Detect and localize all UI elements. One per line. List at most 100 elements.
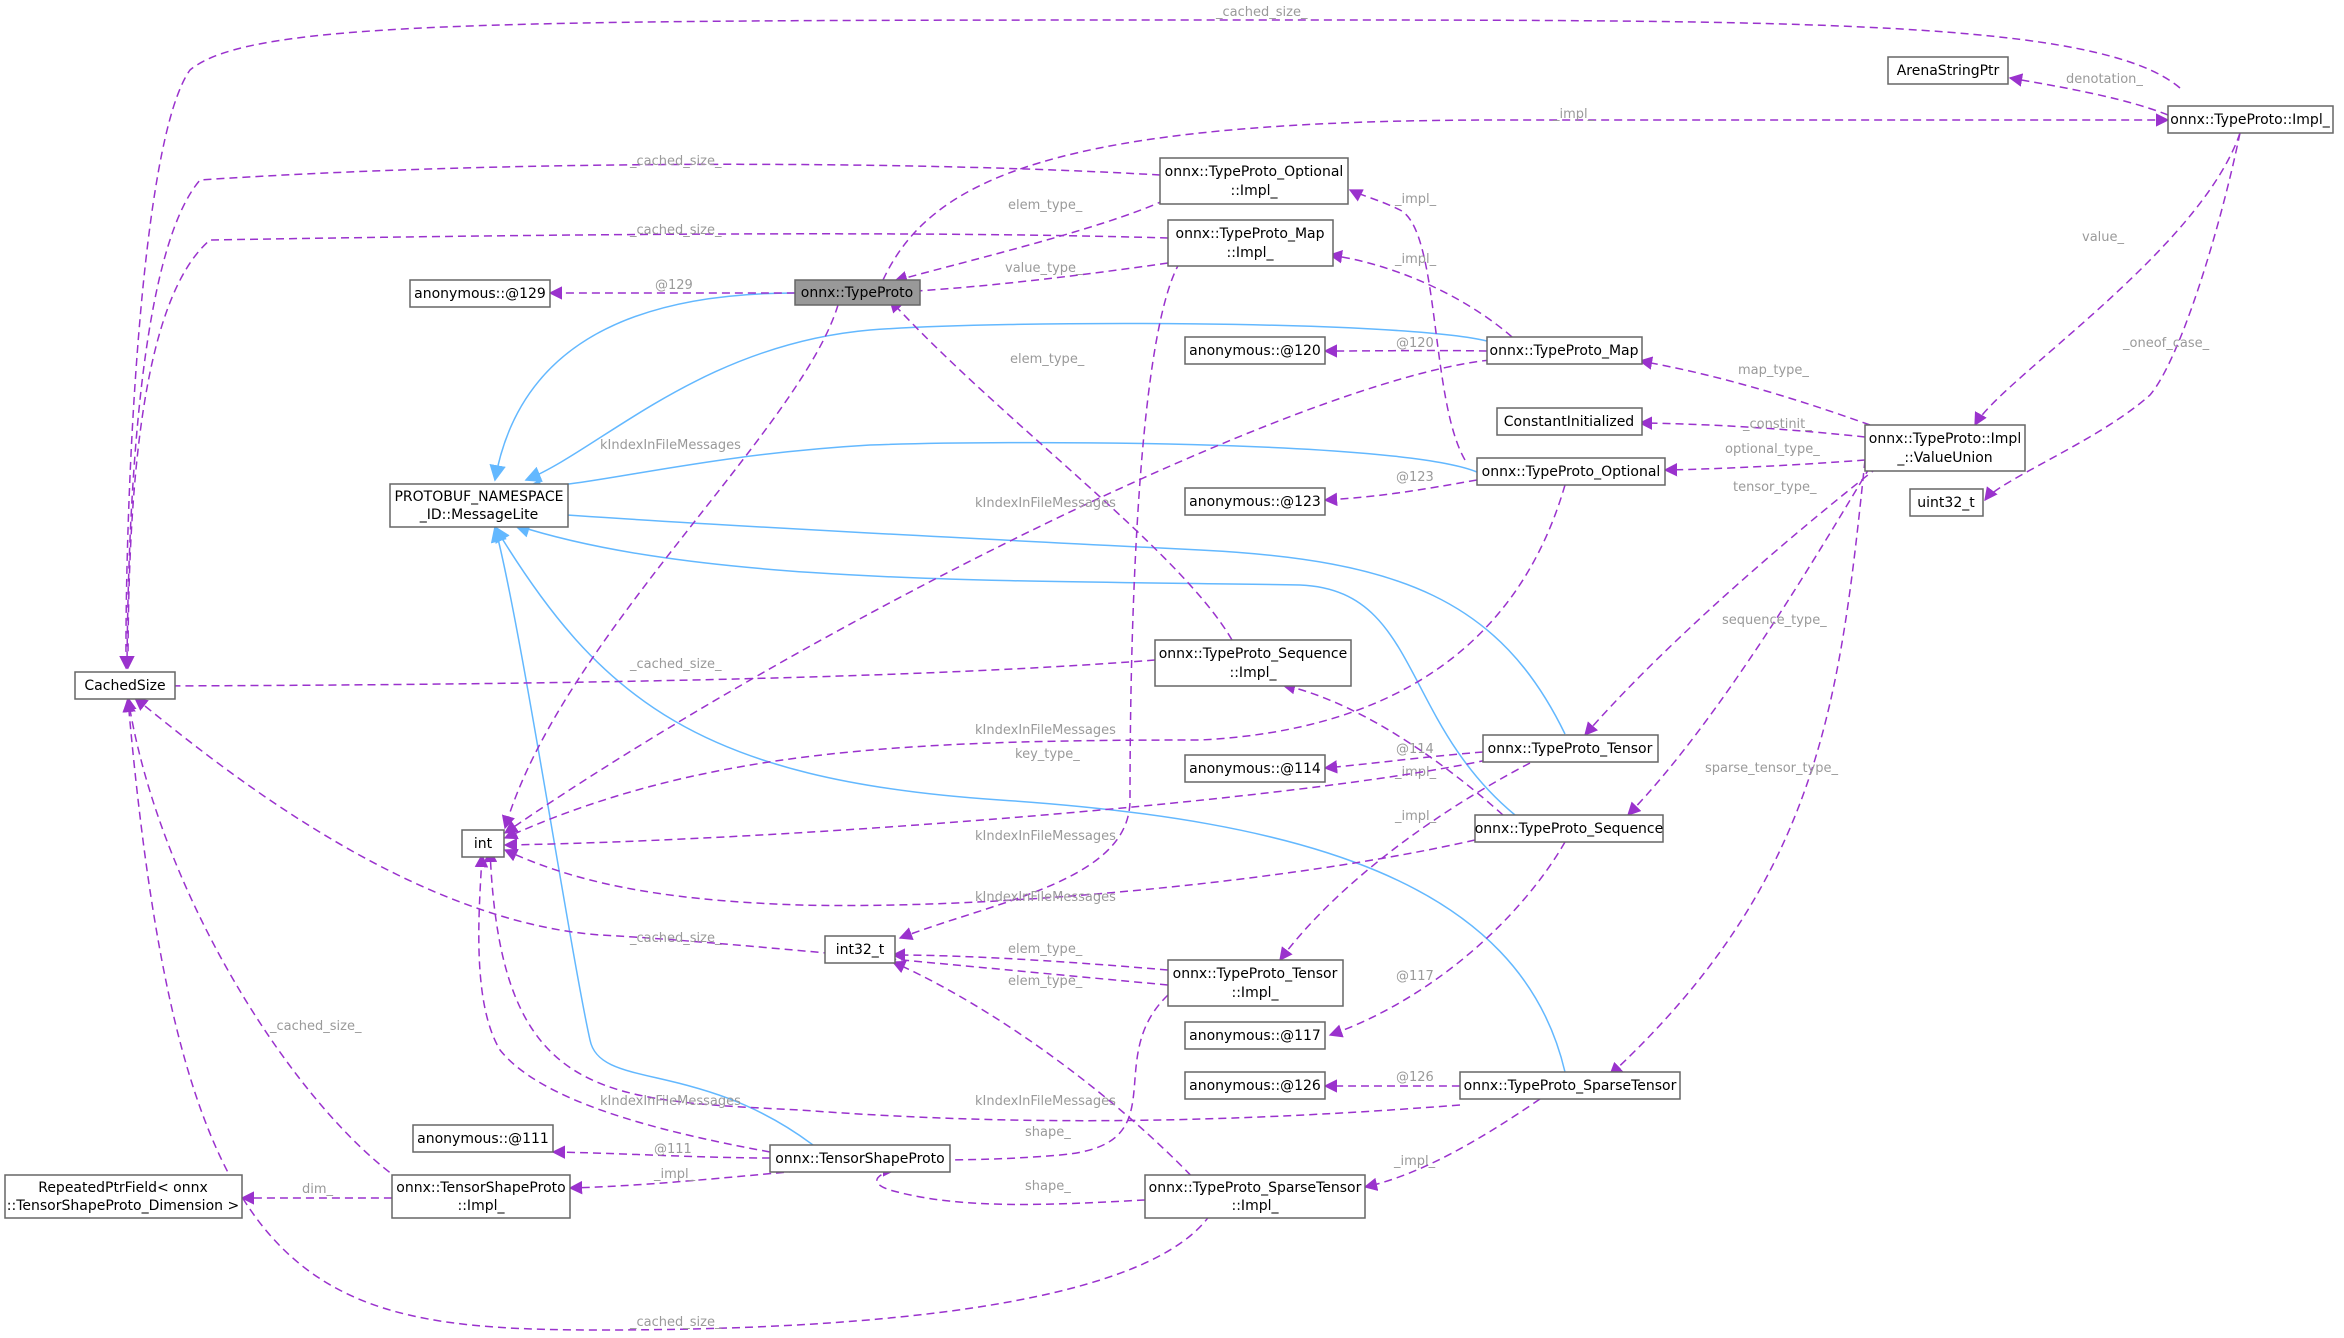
edge-kindex-tsp: kIndexInFileMessages xyxy=(474,853,771,1153)
svg-text:dim_: dim_ xyxy=(302,1182,334,1197)
svg-text:::Impl_: ::Impl_ xyxy=(1232,985,1280,1001)
svg-text:@126: @126 xyxy=(1396,1070,1434,1085)
node-arenastringptr[interactable]: ArenaStringPtr xyxy=(1887,56,2009,85)
node-typeproto-tensor[interactable]: onnx::TypeProto_Tensor xyxy=(1482,734,1659,763)
node-sparsetensor-impl[interactable]: onnx::TypeProto_SparseTensor ::Impl_ xyxy=(1144,1174,1366,1219)
svg-text:::Impl_: ::Impl_ xyxy=(458,1198,506,1214)
svg-text:@129: @129 xyxy=(655,278,693,293)
edge-map-type: map_type_ xyxy=(1638,356,1871,426)
svg-text:onnx::TypeProto_Tensor: onnx::TypeProto_Tensor xyxy=(1488,741,1653,757)
edge-at111: @111 xyxy=(551,1142,771,1159)
svg-text:_cached_size_: _cached_size_ xyxy=(1215,5,1308,20)
node-typeproto-sequence[interactable]: onnx::TypeProto_Sequence xyxy=(1474,814,1664,843)
node-messagelite[interactable]: PROTOBUF_NAMESPACE _ID::MessageLite xyxy=(389,483,569,528)
node-cachedsize[interactable]: CachedSize xyxy=(74,671,176,700)
svg-text:onnx::TypeProto_Sequence: onnx::TypeProto_Sequence xyxy=(1475,821,1664,837)
node-repeatedptrfield[interactable]: RepeatedPtrField< onnx ::TensorShapeProt… xyxy=(4,1174,243,1219)
node-anon111[interactable]: anonymous::@111 xyxy=(412,1124,554,1153)
node-sequence-impl[interactable]: onnx::TypeProto_Sequence ::Impl_ xyxy=(1154,639,1352,687)
svg-text:kIndexInFileMessages: kIndexInFileMessages xyxy=(600,1094,741,1109)
edge-dim: dim_ xyxy=(240,1182,392,1205)
node-anon114[interactable]: anonymous::@114 xyxy=(1184,754,1326,783)
svg-text:kIndexInFileMessages: kIndexInFileMessages xyxy=(975,890,1116,905)
edge-impl-tsp: _impl_ xyxy=(568,1167,811,1195)
svg-text:anonymous::@129: anonymous::@129 xyxy=(414,286,546,302)
edge-value-type: value_type_ xyxy=(893,261,1169,299)
node-map-impl[interactable]: onnx::TypeProto_Map ::Impl_ xyxy=(1167,219,1334,267)
node-typeproto-impl[interactable]: onnx::TypeProto::Impl_ xyxy=(2167,105,2334,134)
edge-shape-tensor: shape_ xyxy=(913,994,1169,1167)
edge-elem-type-seq: elem_type_ xyxy=(889,299,1233,641)
edge-elem-type-opt: elem_type_ xyxy=(893,198,1166,285)
inherit-optional xyxy=(524,441,1478,496)
inherit-map xyxy=(524,322,1488,483)
node-int32[interactable]: int32_t xyxy=(824,935,896,964)
svg-text:@123: @123 xyxy=(1396,470,1434,485)
node-uint32[interactable]: uint32_t xyxy=(1909,488,1984,517)
svg-text:onnx::TypeProto_Map: onnx::TypeProto_Map xyxy=(1176,226,1325,242)
svg-text:int: int xyxy=(474,836,493,852)
edge-kindex-sequence: kIndexInFileMessages xyxy=(503,839,1476,907)
svg-text:uint32_t: uint32_t xyxy=(1917,495,1975,511)
edge-kindex-map: kIndexInFileMessages xyxy=(503,359,1491,834)
node-tensor-impl[interactable]: onnx::TypeProto_Tensor ::Impl_ xyxy=(1167,959,1344,1007)
edge-impl-top: _impl_ xyxy=(882,107,2170,281)
svg-text:@120: @120 xyxy=(1396,336,1434,351)
node-valueunion[interactable]: onnx::TypeProto::Impl _::ValueUnion xyxy=(1864,424,2026,472)
svg-text:kIndexInFileMessages: kIndexInFileMessages xyxy=(975,1094,1116,1109)
edge-constinit: _constinit_ xyxy=(1638,416,1866,438)
edge-kindex-sparse: kIndexInFileMessages xyxy=(483,848,1461,1122)
svg-text:_impl_: _impl_ xyxy=(1393,1154,1436,1169)
node-constantinitialized[interactable]: ConstantInitialized xyxy=(1496,407,1643,436)
svg-text:map_type_: map_type_ xyxy=(1738,363,1809,378)
node-tensorshapeproto-impl[interactable]: onnx::TensorShapeProto ::Impl_ xyxy=(391,1174,571,1219)
svg-text:anonymous::@114: anonymous::@114 xyxy=(1189,761,1321,777)
svg-text:_ID::MessageLite: _ID::MessageLite xyxy=(419,507,539,523)
svg-text:value_type_: value_type_ xyxy=(1005,261,1083,276)
svg-text:@117: @117 xyxy=(1396,969,1434,984)
svg-text:ConstantInitialized: ConstantInitialized xyxy=(1504,414,1634,430)
svg-text:onnx::TypeProto: onnx::TypeProto xyxy=(801,285,913,301)
svg-text:_cached_size_: _cached_size_ xyxy=(629,154,722,169)
edge-kindex-tensor: kIndexInFileMessages xyxy=(503,759,1488,852)
node-anon117[interactable]: anonymous::@117 xyxy=(1184,1021,1326,1050)
edge-shape-sparse: shape_ xyxy=(876,1163,1146,1206)
svg-text:_constinit_: _constinit_ xyxy=(1742,417,1812,432)
svg-text:::Impl_: ::Impl_ xyxy=(1227,245,1275,261)
svg-text:_cached_size_: _cached_size_ xyxy=(269,1019,362,1034)
node-typeproto-focus[interactable]: onnx::TypeProto xyxy=(794,279,921,306)
svg-text:onnx::TypeProto_Tensor: onnx::TypeProto_Tensor xyxy=(1173,966,1338,982)
svg-text:elem_type_: elem_type_ xyxy=(1010,352,1085,367)
node-anon126[interactable]: anonymous::@126 xyxy=(1184,1071,1326,1100)
node-anon129[interactable]: anonymous::@129 xyxy=(409,279,551,308)
svg-text:_impl_: _impl_ xyxy=(1394,192,1437,207)
edge-value: value_ xyxy=(1974,132,2241,427)
edge-kindex-typeproto: kIndexInFileMessages xyxy=(501,304,839,830)
node-anon123[interactable]: anonymous::@123 xyxy=(1184,487,1326,516)
node-typeproto-map[interactable]: onnx::TypeProto_Map xyxy=(1486,336,1643,365)
edge-key-type: key_type_ xyxy=(898,261,1181,940)
inherit-typeproto xyxy=(489,292,796,482)
svg-text:_impl_: _impl_ xyxy=(1394,809,1437,824)
svg-text:::TensorShapeProto_Dimension >: ::TensorShapeProto_Dimension > xyxy=(7,1198,239,1214)
edge-elem-type-sparse: elem_type_ xyxy=(891,960,1201,1186)
node-anon120[interactable]: anonymous::@120 xyxy=(1184,336,1326,365)
node-typeproto-optional[interactable]: onnx::TypeProto_Optional xyxy=(1476,457,1666,486)
edge-cached-size-tensor-impl: _cached_size_ xyxy=(133,697,1169,986)
svg-text:onnx::TensorShapeProto: onnx::TensorShapeProto xyxy=(775,1151,944,1167)
node-tensorshapeproto[interactable]: onnx::TensorShapeProto xyxy=(769,1144,951,1173)
svg-text:shape_: shape_ xyxy=(1025,1179,1071,1194)
edge-cached-size-seq-impl: _cached_size_ xyxy=(138,657,1156,693)
node-typeproto-sparsetensor[interactable]: onnx::TypeProto_SparseTensor xyxy=(1459,1071,1681,1100)
svg-text:kIndexInFileMessages: kIndexInFileMessages xyxy=(600,438,741,453)
edge-at117: @117 xyxy=(1328,841,1566,1038)
svg-text:RepeatedPtrField< onnx: RepeatedPtrField< onnx xyxy=(38,1180,208,1196)
svg-text:kIndexInFileMessages: kIndexInFileMessages xyxy=(975,829,1116,844)
svg-text:::Impl_: ::Impl_ xyxy=(1232,1198,1280,1214)
svg-text:denotation_: denotation_ xyxy=(2066,72,2143,87)
svg-text:@114: @114 xyxy=(1396,742,1434,757)
node-optional-impl[interactable]: onnx::TypeProto_Optional ::Impl_ xyxy=(1159,157,1349,205)
svg-text:onnx::TypeProto_Optional: onnx::TypeProto_Optional xyxy=(1165,164,1344,180)
node-int[interactable]: int xyxy=(461,829,505,858)
edge-sequence-type: sequence_type_ xyxy=(1627,466,1871,816)
